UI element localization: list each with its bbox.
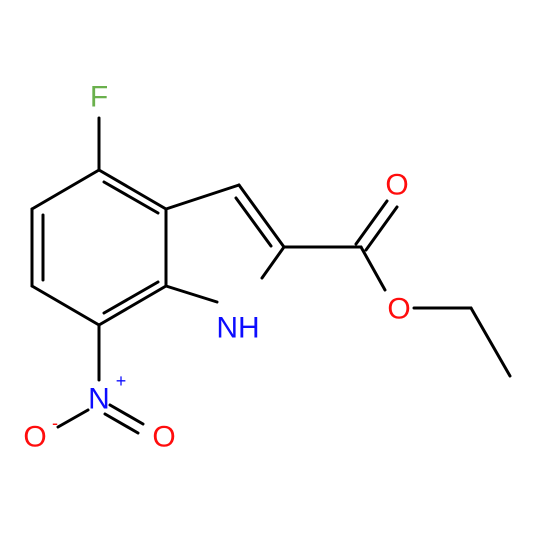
atom-fluorine: F (90, 81, 108, 114)
bond-c4-c3a-inner (102, 180, 160, 215)
bond-n-o-left (56, 408, 90, 429)
charge-plus: + (116, 371, 127, 391)
bond-c3-c2 (237, 183, 286, 249)
bond-c-o-double-b (364, 205, 399, 252)
bond-ch2-ch3 (469, 306, 512, 378)
bond-c6-c7 (30, 284, 101, 327)
bond-n-o-right-a (108, 403, 145, 426)
bond-c3a-c3 (164, 183, 241, 211)
bond-n1-c7a (164, 284, 219, 304)
bond-c7-c7a (97, 284, 168, 327)
bond-c2-n1 (260, 245, 286, 280)
bond-c-o-double-a (354, 199, 389, 246)
atom-oxygen-carbonyl: O (385, 169, 408, 202)
atom-oxygen-nitro-left: O (23, 421, 46, 454)
atom-nitrogen-nitro: N (88, 383, 110, 416)
bond-c4-c5 (30, 168, 101, 211)
atom-oxygen-nitro-right: O (152, 421, 175, 454)
charge-minus: - (52, 413, 58, 433)
atom-oxygen-ester: O (387, 293, 410, 326)
bond-c3-c2-inner (234, 196, 273, 248)
bond-c7-c7a-inner (102, 280, 160, 315)
bond-c-o-ester (359, 245, 387, 292)
atom-nitrogen-nh: NH (216, 312, 259, 345)
bond-c4-c3a (97, 168, 168, 211)
bond-n-o-right-b (103, 412, 140, 435)
